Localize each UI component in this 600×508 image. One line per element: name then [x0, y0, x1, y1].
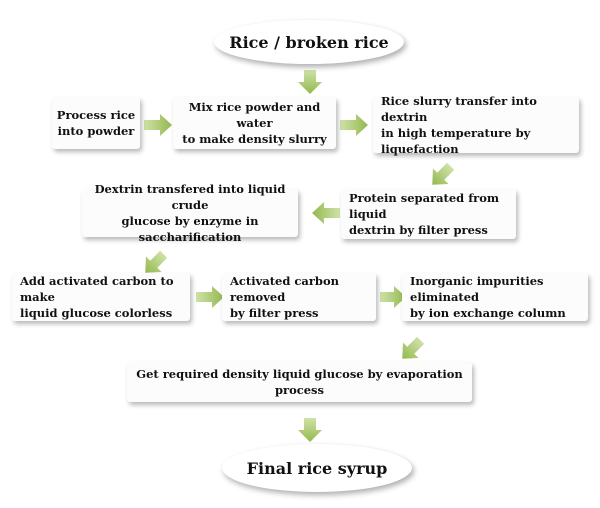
- step-line: by filter press: [230, 306, 319, 320]
- step-saccharification: Dextrin transfered into liquid crude glu…: [82, 182, 298, 244]
- step-line: dextrin by filter press: [349, 223, 488, 237]
- start-node: Rice / broken rice: [214, 20, 404, 64]
- arrow-right-1: [144, 114, 172, 136]
- arrow-right-2: [340, 114, 368, 136]
- step-line: Protein separated from liquid: [349, 191, 500, 221]
- step-line: in high temperature by liquefaction: [381, 126, 531, 156]
- end-node-label: Final rice syrup: [246, 458, 388, 478]
- step-ion-exchange: Inorganic impurities eliminated by ion e…: [402, 273, 588, 321]
- step-line: glucose by enzyme in saccharification: [121, 214, 259, 244]
- step-line: into powder: [57, 124, 135, 138]
- step-activated-carbon-add: Add activated carbon to make liquid gluc…: [12, 273, 190, 321]
- arrow-right-3: [196, 286, 224, 308]
- arrow-left-1: [312, 202, 340, 224]
- step-line: by ion exchange column: [410, 306, 566, 320]
- step-liquefaction: Rice slurry transfer into dextrin in hig…: [373, 94, 579, 156]
- step-line: liquid glucose colorless: [20, 306, 173, 320]
- step-protein-separation: Protein separated from liquid dextrin by…: [341, 189, 516, 239]
- step-line: Process rice: [56, 108, 136, 122]
- start-node-label: Rice / broken rice: [229, 32, 389, 52]
- step-process-powder: Process rice into powder: [52, 97, 140, 149]
- arrow-down-start: [298, 70, 322, 94]
- step-activated-carbon-removed: Activated carbon removed by filter press: [222, 273, 376, 321]
- step-line: Rice slurry transfer into dextrin: [381, 94, 537, 124]
- step-line: Get required density liquid glucose by e…: [136, 367, 463, 397]
- step-mix-slurry: Mix rice powder and water to make densit…: [173, 97, 336, 149]
- end-node: Final rice syrup: [222, 444, 412, 492]
- step-evaporation: Get required density liquid glucose by e…: [127, 362, 472, 402]
- arrow-diag-1: [432, 162, 455, 185]
- arrow-diag-3: [402, 336, 425, 359]
- step-line: to make density slurry: [182, 132, 327, 146]
- step-line: Activated carbon removed: [230, 274, 339, 304]
- step-line: Dextrin transfered into liquid crude: [94, 182, 286, 212]
- step-line: Add activated carbon to make: [20, 274, 174, 304]
- arrow-diag-2: [145, 250, 168, 273]
- arrow-down-final: [298, 418, 322, 442]
- arrow-right-4: [380, 286, 406, 308]
- step-line: Mix rice powder and water: [188, 100, 321, 130]
- step-line: Inorganic impurities eliminated: [410, 274, 544, 304]
